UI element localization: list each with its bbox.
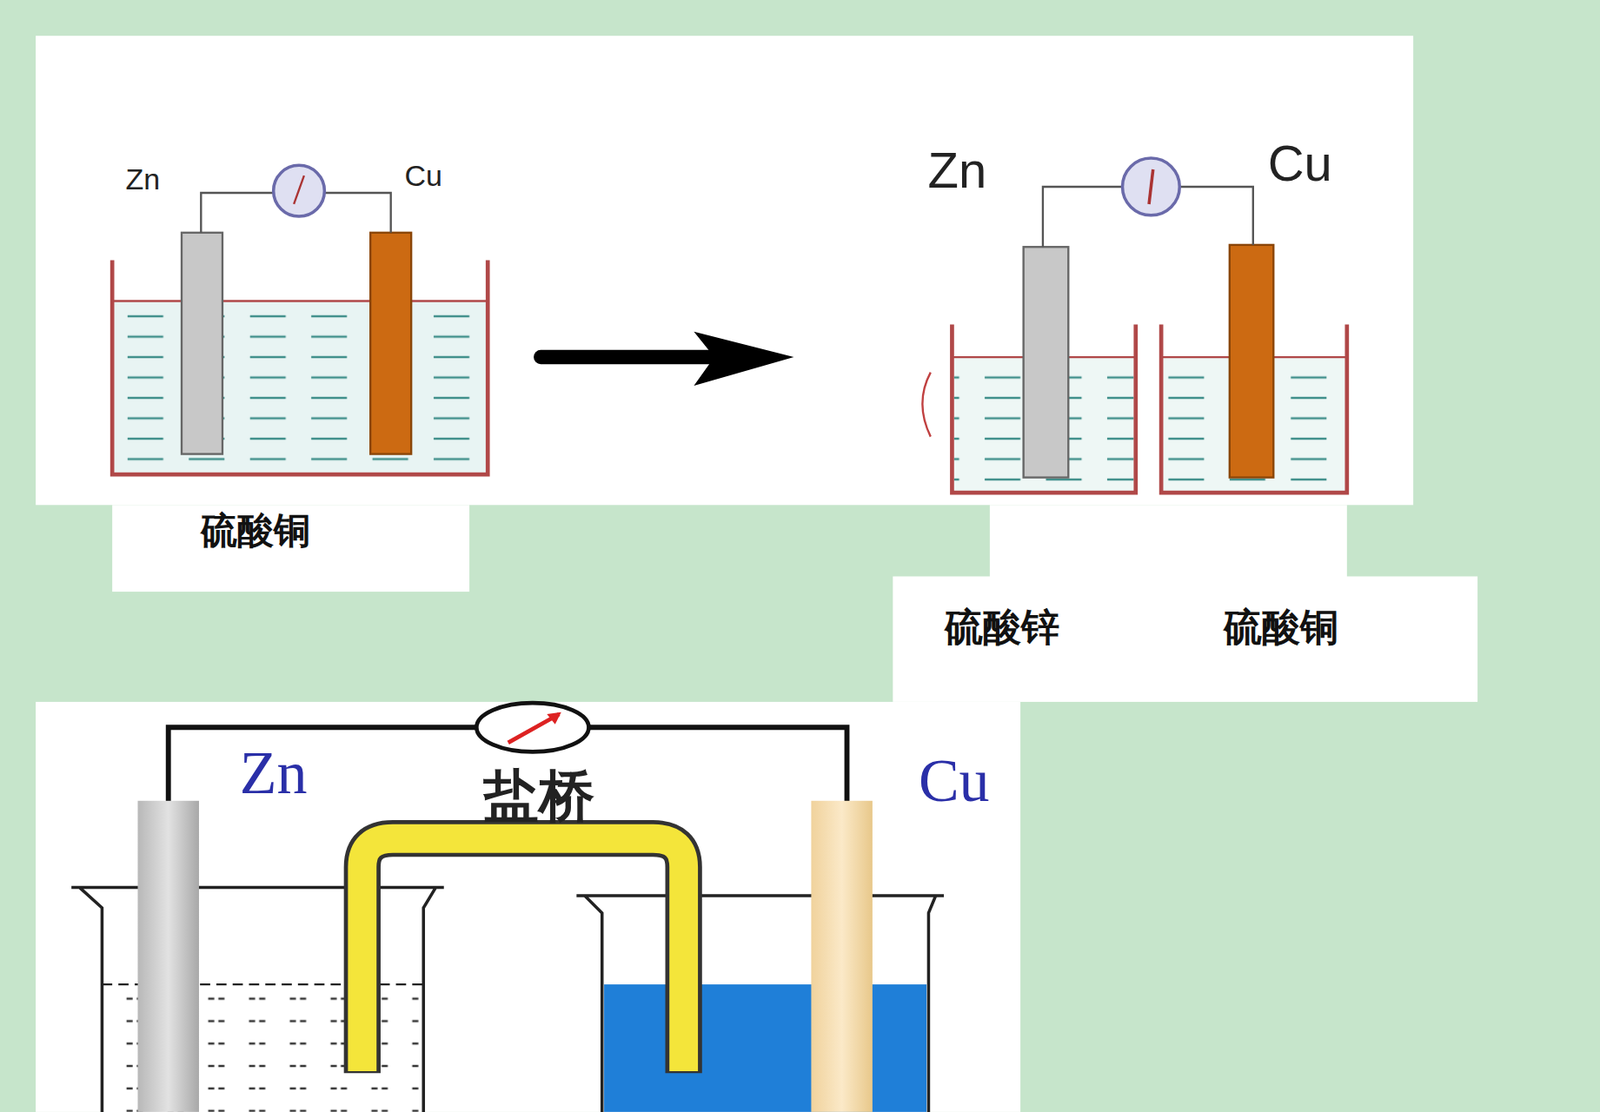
galvanometer	[1122, 158, 1181, 216]
electrode-label: Zn	[126, 163, 161, 196]
solution-label: 硫酸铜	[200, 510, 311, 551]
zinc-electrode	[181, 232, 223, 455]
solution-label: 硫酸铜	[1223, 606, 1339, 649]
beaker	[112, 260, 488, 476]
beaker	[71, 888, 445, 1112]
panel	[35, 35, 1414, 505]
arrow	[540, 350, 715, 365]
copper-electrode	[1229, 245, 1274, 479]
electrode-label: Cu	[404, 159, 443, 193]
panel	[35, 702, 1021, 1112]
electrode-label: Zn	[239, 738, 308, 806]
needle-head	[546, 712, 561, 725]
zinc-electrode	[138, 801, 200, 1112]
electrode-label: Cu	[1268, 135, 1333, 192]
salt-bridge	[362, 838, 684, 1072]
copper-electrode	[370, 232, 412, 455]
mark	[922, 372, 930, 438]
solution-label: 硫酸锌	[944, 606, 1060, 649]
liquid-surface	[112, 299, 488, 302]
meter-needle	[293, 175, 305, 205]
arrowhead	[693, 331, 794, 386]
electrode-label: Zn	[927, 142, 987, 199]
meter-needle	[1148, 169, 1154, 205]
salt-bridge-label: 盐桥	[483, 765, 595, 827]
electrode-label: Cu	[918, 747, 990, 815]
galvanometer	[476, 703, 589, 752]
label-panel	[989, 504, 1348, 582]
beaker	[576, 896, 944, 1112]
solution	[114, 300, 486, 472]
galvanometer	[273, 165, 326, 217]
label-panel	[892, 576, 1478, 702]
salt-bridge-outline	[362, 838, 684, 1074]
solution-lines	[114, 305, 486, 470]
label-panel	[112, 504, 470, 592]
zinc-electrode	[1023, 246, 1069, 478]
copper-sulfate-solution	[604, 984, 927, 1112]
copper-electrode	[810, 801, 872, 1112]
